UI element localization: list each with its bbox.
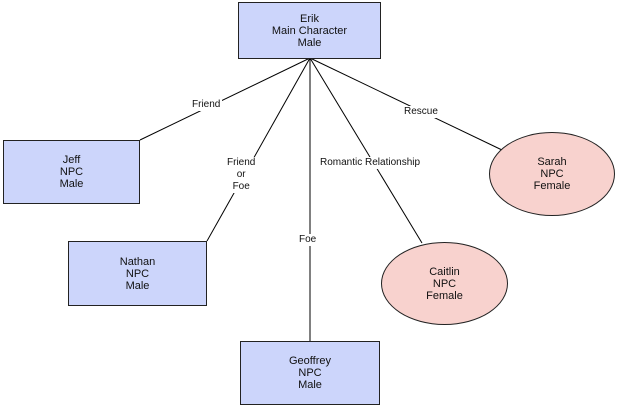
edge-erik-jeff: [139, 57, 311, 141]
edge-erik-caitlin: [309, 57, 423, 244]
node-geoffrey-gender: Male: [298, 379, 322, 391]
node-sarah-role: NPC: [540, 168, 564, 180]
edge-label-romantic-relationship: Romantic Relationship: [318, 157, 423, 169]
edge-erik-nathan: [206, 57, 311, 242]
node-geoffrey-name: Geoffrey: [289, 355, 331, 367]
node-erik[interactable]: Erik Main Character Male: [238, 2, 381, 59]
node-sarah-gender: Female: [533, 180, 571, 192]
node-erik-name: Erik: [300, 12, 319, 25]
node-sarah-name: Sarah: [537, 156, 567, 168]
node-jeff[interactable]: Jeff NPC Male: [3, 140, 140, 204]
node-geoffrey-role: NPC: [298, 367, 322, 379]
node-nathan-gender: Male: [125, 279, 150, 292]
node-geoffrey[interactable]: Geoffrey NPC Male: [240, 341, 380, 405]
node-nathan-name: Nathan: [119, 255, 156, 268]
node-caitlin-name: Caitlin: [429, 265, 460, 278]
edge-label-line-2: or: [236, 169, 246, 180]
edge-label-rescue: Rescue: [402, 106, 440, 118]
node-sarah[interactable]: Sarah NPC Female: [489, 132, 615, 216]
node-jeff-gender: Male: [59, 178, 84, 190]
edge-label-friend-or-foe: Friend or Foe: [225, 157, 258, 193]
node-nathan[interactable]: Nathan NPC Male: [68, 241, 207, 306]
edge-erik-sarah: [309, 57, 503, 151]
node-nathan-role: NPC: [125, 267, 150, 280]
edge-label-foe: Foe: [297, 234, 319, 246]
edge-label-line-1: Friend: [227, 157, 256, 168]
node-jeff-name: Jeff: [62, 154, 81, 166]
node-erik-gender: Male: [297, 36, 322, 49]
node-caitlin[interactable]: Caitlin NPC Female: [381, 242, 508, 325]
node-caitlin-role: NPC: [432, 277, 457, 290]
edge-label-friend: Friend: [190, 99, 223, 111]
node-erik-role: Main Character: [271, 24, 348, 37]
node-jeff-role: NPC: [59, 166, 84, 178]
edge-label-line-3: Foe: [232, 181, 250, 192]
node-caitlin-gender: Female: [426, 289, 463, 302]
